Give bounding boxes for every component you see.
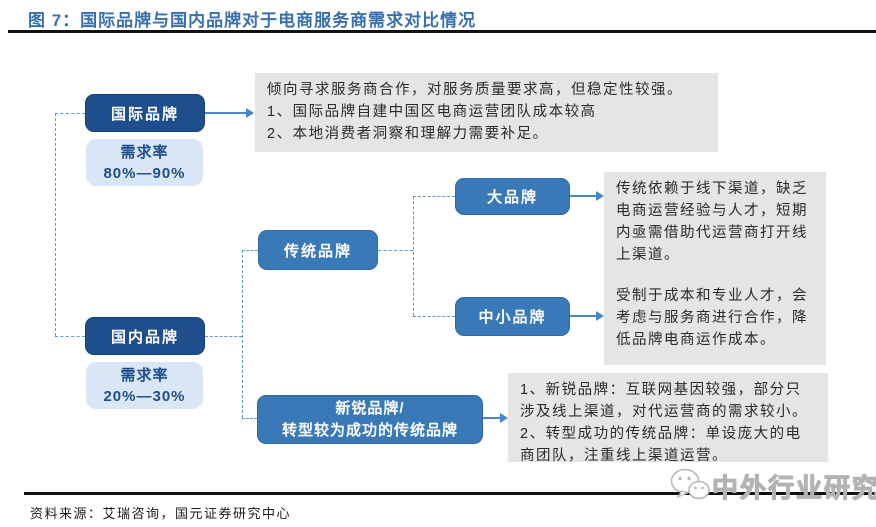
node-sme-brand-label: 中小品牌 <box>478 309 547 326</box>
connector-left-bracket-vertical <box>55 113 56 336</box>
connector-left-bracket-bottom <box>55 336 85 337</box>
connector-left-bracket-top <box>55 113 85 114</box>
node-domestic-brand: 国内品牌 <box>85 317 205 355</box>
note-emerging-brand: 1、新锐品牌：互联网基因较强，部分只涉及线上渠道，对代运营商的需求较小。 2、转… <box>508 373 828 464</box>
node-traditional-brand: 传统品牌 <box>258 230 378 270</box>
connector-domestic-branch-vertical <box>242 250 243 418</box>
node-domestic-brand-label: 国内品牌 <box>110 328 179 346</box>
connector-to-traditional <box>242 250 258 251</box>
connector-traditional-right <box>378 250 413 251</box>
footer-divider <box>24 492 876 495</box>
watermark-label: 中外行业研究 <box>711 472 876 503</box>
arrow-big-to-note-shaft <box>570 195 596 197</box>
watermark: 中外行业研究 <box>668 466 876 506</box>
badge-international-demand-rate: 需求率 80%—90% <box>86 139 203 186</box>
node-international-brand-label: 国际品牌 <box>110 105 179 123</box>
node-emerging-brand: 新锐品牌/ 转型较为成功的传统品牌 <box>257 395 483 444</box>
connector-traditional-branch-vertical <box>413 196 414 316</box>
arrow-big-to-note-head <box>596 191 604 201</box>
badge-domestic-demand-rate: 需求率 20%—30% <box>86 362 203 409</box>
node-international-brand: 国际品牌 <box>85 94 205 132</box>
arrow-sme-to-note-shaft <box>570 315 596 317</box>
note-sme-brand: 受制于成本和专业人才，会考虑与服务商进行合作，降低品牌电商运作成本。 <box>604 279 826 365</box>
node-big-brand: 大品牌 <box>455 178 570 215</box>
connector-to-big-brand <box>413 196 455 197</box>
connector-domestic-right <box>205 336 242 337</box>
note-international-brand: 倾向寻求服务商合作，对服务质量要求高，但稳定性较强。 1、国际品牌自建中国区电商… <box>255 73 718 152</box>
connector-to-emerging <box>242 418 257 419</box>
connector-to-sme-brand <box>413 316 455 317</box>
figure-title: 图 7：国际品牌与国内品牌对于电商服务商需求对比情况 <box>28 11 477 30</box>
arrow-international-to-note-shaft <box>205 112 246 114</box>
node-sme-brand: 中小品牌 <box>455 297 570 336</box>
node-traditional-brand-label: 传统品牌 <box>283 242 352 260</box>
source-text: 资料来源：艾瑞咨询，国元证券研究中心 <box>30 506 292 521</box>
arrow-emerging-to-note-shaft <box>483 417 500 419</box>
arrow-international-to-note-head <box>246 108 254 118</box>
arrow-emerging-to-note-head <box>500 413 508 423</box>
note-big-brand: 传统依赖于线下渠道，缺乏电商运营经验与人才，短期内亟需借助代运营商打开线上渠道。 <box>604 172 826 295</box>
title-divider <box>8 30 876 33</box>
arrow-sme-to-note-head <box>596 311 604 321</box>
wechat-icon <box>670 468 710 500</box>
node-big-brand-label: 大品牌 <box>486 189 538 206</box>
